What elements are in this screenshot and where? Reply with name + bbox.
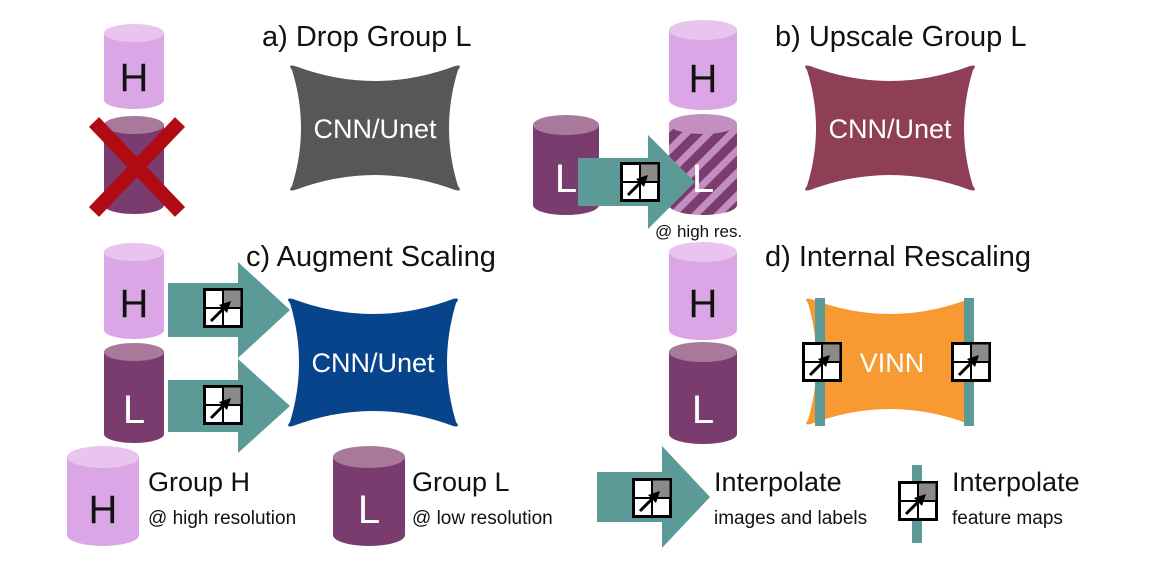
cylinder-l-letter: L: [123, 388, 145, 432]
network-d-label: VINN: [860, 348, 925, 378]
cylinder-l: L: [104, 343, 164, 443]
database-cylinder-icon: [669, 124, 737, 215]
interpolate-arrow-icon: [168, 262, 290, 358]
cylinder-l-letter: L: [555, 157, 577, 201]
cylinder-top: [104, 24, 164, 42]
network-a-label: CNN/Unet: [313, 114, 437, 144]
cylinder-top: [67, 446, 139, 468]
network-shape: [290, 65, 460, 191]
cylinder-top: [669, 342, 737, 362]
interpolation-grid-icon: [898, 481, 938, 521]
network-shape: [806, 298, 974, 425]
legend-group-l-title: Group L: [412, 467, 510, 497]
cylinder-top: [669, 114, 737, 134]
network-b-label: CNN/Unet: [828, 114, 952, 144]
legend-group-h-title: Group H: [148, 467, 250, 497]
legend-interp-features-subtitle: feature maps: [952, 508, 1063, 529]
legend-interp-images-title: Interpolate: [714, 467, 842, 497]
cylinder-top: [533, 115, 599, 135]
panel-c: c) Augment Scaling H L CNN/Unet: [104, 241, 496, 453]
legend-group-l-subtitle: @ low resolution: [412, 508, 553, 529]
legend-interp-images-subtitle: images and labels: [714, 508, 867, 529]
cylinder-l-upscaled-letter: L: [692, 157, 714, 201]
cylinder-h-letter: H: [689, 57, 718, 101]
cylinder-h: H: [669, 20, 737, 110]
network-b: CNN/Unet: [805, 65, 975, 191]
cylinder-h-letter: H: [120, 282, 149, 326]
network-c: CNN/Unet: [288, 298, 458, 427]
interpolation-grid-icon: [203, 385, 243, 425]
legend-h-letter: H: [89, 488, 118, 532]
cylinder-top: [669, 20, 737, 40]
cylinder-top: [669, 242, 737, 262]
interpolation-grid-icon: [620, 162, 660, 202]
cylinder-top: [104, 243, 164, 261]
legend-group-l: L Group L @ low resolution: [333, 446, 553, 546]
panel-c-title: c) Augment Scaling: [246, 241, 496, 273]
network-c-label: CNN/Unet: [311, 348, 435, 378]
database-cylinder-icon: [669, 30, 737, 110]
database-cylinder-icon: [104, 252, 164, 339]
cylinder-h: H: [104, 243, 164, 339]
cylinder-l-letter: L: [692, 388, 714, 432]
panel-d: d) Internal Rescaling H L VINN: [669, 241, 1031, 444]
panel-b: b) Upscale Group L H L L @ high res. CN: [533, 20, 1026, 241]
interpolate-arrow-icon: [168, 359, 290, 453]
interpolate-arrow-icon: [597, 446, 710, 548]
interpolation-grid-icon: [802, 342, 842, 382]
database-cylinder-icon: [669, 252, 737, 340]
cylinder-l-upscaled: [669, 114, 737, 215]
network-a: CNN/Unet: [290, 65, 460, 191]
panel-d-title: d) Internal Rescaling: [765, 241, 1031, 273]
cylinder-top: [104, 116, 164, 134]
legend-group-h-subtitle: @ high resolution: [148, 508, 296, 529]
network-shape: [288, 298, 458, 427]
interpolation-grid-icon: [632, 478, 672, 518]
legend-interp-features: Interpolate feature maps: [898, 465, 1080, 543]
cylinder-top: [104, 343, 164, 361]
network-d: VINN: [802, 298, 991, 426]
cylinder-h: H: [104, 24, 164, 109]
database-cylinder-icon: [104, 352, 164, 443]
legend: H Group H @ high resolution L Group L @ …: [67, 446, 1080, 548]
interpolate-arrow-icon: [578, 135, 695, 229]
panel-a-title: a) Drop Group L: [262, 21, 472, 53]
legend-group-h: H Group H @ high resolution: [67, 446, 296, 546]
cylinder-h-letter: H: [120, 56, 149, 100]
cylinder-h-letter: H: [689, 282, 718, 326]
legend-interp-features-title: Interpolate: [952, 467, 1080, 497]
legend-l-letter: L: [358, 488, 380, 532]
interpolation-grid-icon: [951, 342, 991, 382]
cylinder-top: [333, 446, 405, 468]
high-res-note: @ high res.: [655, 222, 742, 241]
panel-b-title: b) Upscale Group L: [775, 21, 1026, 53]
panel-a: a) Drop Group L H CNN/Unet: [88, 21, 472, 217]
cylinder-l: L: [669, 342, 737, 444]
network-shape: [805, 65, 975, 191]
database-cylinder-icon: [669, 352, 737, 444]
cross-icon: [88, 117, 186, 217]
legend-interp-images: Interpolate images and labels: [597, 446, 867, 548]
cylinder-h: H: [669, 242, 737, 340]
database-cylinder-icon: [333, 457, 405, 546]
database-cylinder-icon: [67, 457, 139, 546]
database-cylinder-icon: [104, 33, 164, 109]
interpolation-grid-icon: [203, 288, 243, 328]
